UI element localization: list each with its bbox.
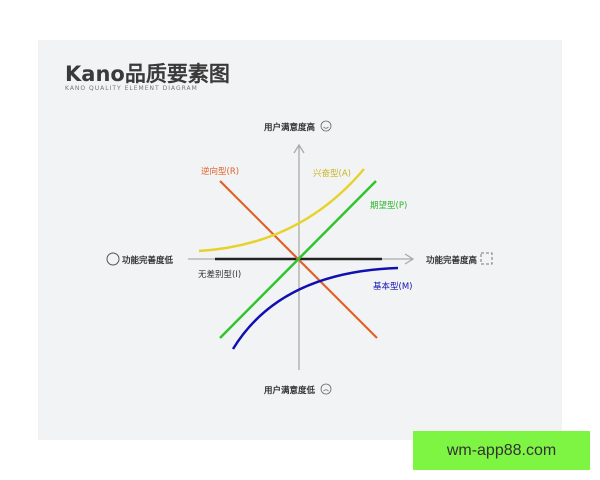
page-subtitle: KANO QUALITY ELEMENT DIAGRAM	[65, 85, 198, 92]
label-attractive: 兴奋型(A)	[313, 169, 351, 179]
frown-icon	[320, 383, 332, 395]
expand-icon	[480, 252, 493, 265]
axis-label-top: 用户满意度高	[264, 123, 316, 133]
axis-label-left: 功能完善度低	[122, 256, 174, 266]
x-axis-arrow	[404, 253, 415, 265]
y-axis-arrow	[293, 143, 305, 154]
curve-attractive	[198, 168, 365, 253]
circle-icon	[106, 252, 120, 266]
axis-label-bottom: 用户满意度低	[264, 386, 316, 396]
smile-icon	[320, 120, 332, 132]
curve-performance	[219, 180, 377, 339]
axis-label-right: 功能完善度高	[426, 256, 478, 266]
label-performance: 期望型(P)	[370, 201, 408, 211]
label-must-be: 基本型(M)	[373, 282, 413, 292]
page-title: Kano品质要素图	[65, 62, 230, 86]
diagram-card	[38, 40, 562, 440]
label-reverse: 逆向型(R)	[201, 167, 240, 177]
watermark: wm-app88.com	[413, 431, 590, 470]
label-indifferent: 无差别型(I)	[198, 270, 242, 280]
curve-must-be	[231, 266, 399, 350]
